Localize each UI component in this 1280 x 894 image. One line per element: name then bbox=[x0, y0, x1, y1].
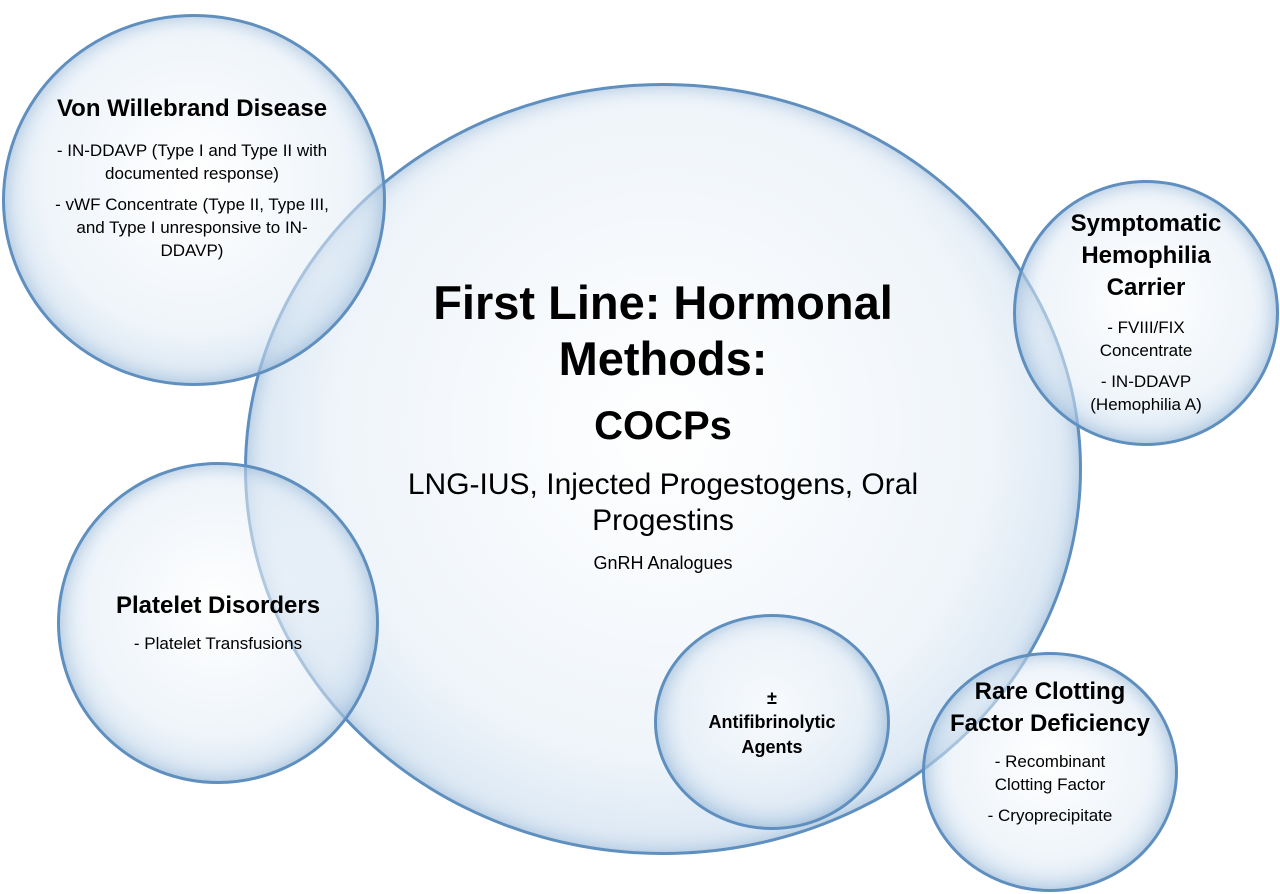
von-willebrand-title: Von Willebrand Disease bbox=[56, 95, 328, 122]
main-text-group: First Line: Hormonal Methods: COCPs LNG-… bbox=[370, 275, 956, 575]
rare-clotting-item: - Cryoprecipitate bbox=[987, 806, 1113, 825]
von-willebrand-circle bbox=[2, 14, 386, 386]
platelet-item: - Platelet Transfusions bbox=[133, 634, 303, 653]
hemophilia-item: - FVIII/FIX Concentrate bbox=[1099, 318, 1193, 360]
hemophilia-circle bbox=[1013, 180, 1279, 446]
antifibrinolytic-title: Antifibrinolytic Agents bbox=[708, 712, 836, 757]
main-title: First Line: Hormonal Methods: bbox=[433, 276, 893, 385]
hemophilia-item: - IN-DDAVP (Hemophilia A) bbox=[1090, 372, 1202, 414]
rare-clotting-circle bbox=[922, 652, 1178, 892]
rare-clotting-item: - Recombinant Clotting Factor bbox=[994, 752, 1106, 794]
antifibrinolytic-symbol: ± bbox=[767, 688, 777, 708]
main-subtitle: COCPs bbox=[594, 404, 732, 448]
antifibrinolytic-text-group: ± Antifibrinolytic Agents bbox=[684, 686, 860, 760]
platelet-text-group: Platelet Disorders - Platelet Transfusio… bbox=[77, 590, 359, 655]
von-willebrand-item: - vWF Concentrate (Type II, Type III, an… bbox=[55, 195, 329, 260]
hemophilia-text-group: Symptomatic Hemophilia Carrier - FVIII/F… bbox=[1043, 208, 1249, 416]
von-willebrand-text-group: Von Willebrand Disease - IN-DDAVP (Type … bbox=[52, 93, 332, 262]
hemophilia-title: Symptomatic Hemophilia Carrier bbox=[1070, 210, 1222, 301]
von-willebrand-item: - IN-DDAVP (Type I and Type II with docu… bbox=[56, 141, 328, 183]
platelet-title: Platelet Disorders bbox=[115, 592, 321, 619]
main-line: LNG-IUS, Injected Progestogens, Oral Pro… bbox=[407, 468, 919, 537]
platelet-circle bbox=[57, 462, 379, 784]
rare-clotting-title: Rare Clotting Factor Deficiency bbox=[949, 678, 1151, 737]
antifibrinolytic-circle bbox=[654, 614, 890, 830]
main-small: GnRH Analogues bbox=[593, 553, 733, 573]
rare-clotting-text-group: Rare Clotting Factor Deficiency - Recomb… bbox=[947, 676, 1153, 827]
